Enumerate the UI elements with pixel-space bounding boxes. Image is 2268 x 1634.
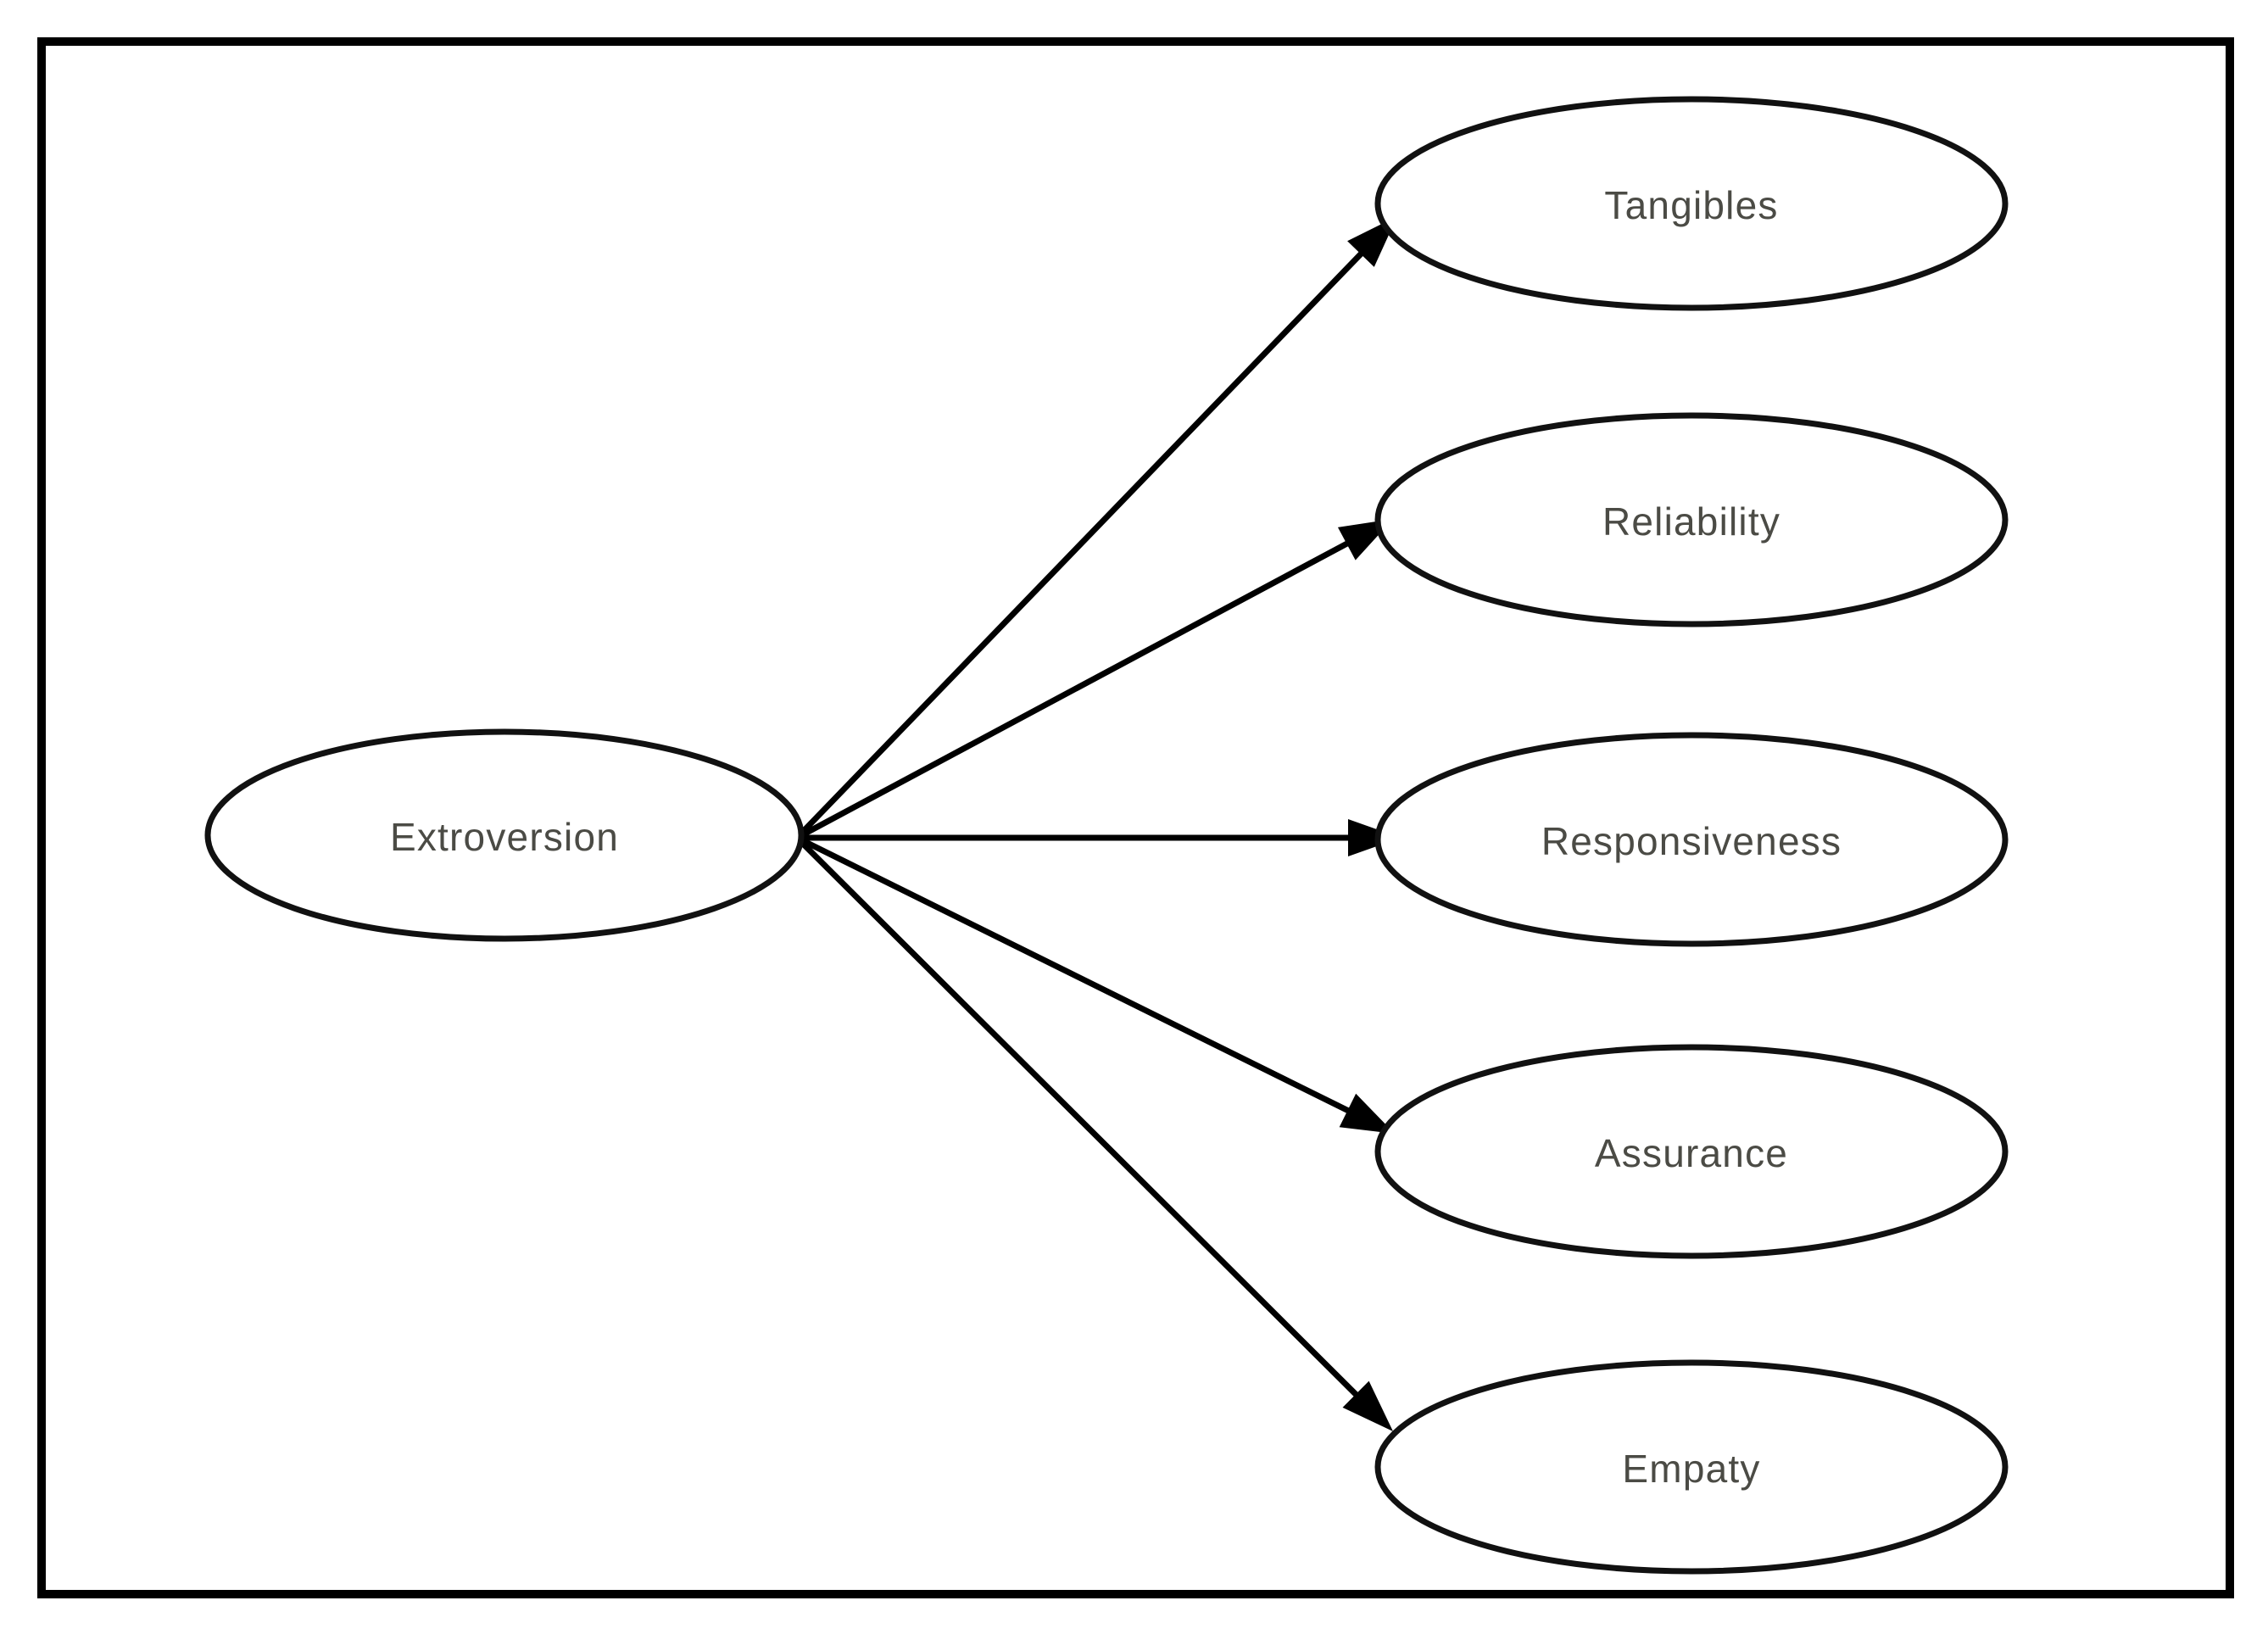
node-assurance[interactable]: Assurance bbox=[1374, 1044, 2009, 1259]
node-responsiveness[interactable]: Responsiveness bbox=[1374, 732, 2009, 947]
edge-extroversion-assurance-arrowhead-icon bbox=[1339, 1093, 1395, 1134]
outer-border bbox=[37, 37, 2234, 1598]
edge-extroversion-tangibles[interactable] bbox=[794, 216, 1397, 840]
node-extroversion-ellipse bbox=[204, 728, 805, 942]
node-empaty-label: Empaty bbox=[1622, 1447, 1760, 1491]
node-reliability[interactable]: Reliability bbox=[1374, 412, 2009, 627]
node-tangibles-label: Tangibles bbox=[1604, 183, 1778, 227]
edge-extroversion-empaty[interactable] bbox=[794, 835, 1393, 1431]
edge-extroversion-responsiveness-arrowhead-icon bbox=[1348, 819, 1401, 856]
edge-extroversion-reliability[interactable] bbox=[795, 519, 1393, 841]
node-reliability-label: Reliability bbox=[1602, 499, 1780, 544]
node-extroversion[interactable]: Extroversion bbox=[204, 728, 805, 942]
node-reliability-ellipse bbox=[1374, 412, 2009, 627]
node-responsiveness-label: Responsiveness bbox=[1541, 819, 1842, 863]
node-responsiveness-ellipse bbox=[1374, 732, 2009, 947]
node-extroversion-label: Extroversion bbox=[390, 815, 619, 859]
edge-extroversion-empaty-line bbox=[794, 835, 1362, 1400]
node-assurance-ellipse bbox=[1374, 1044, 2009, 1259]
node-assurance-label: Assurance bbox=[1595, 1131, 1788, 1175]
edge-extroversion-assurance-line bbox=[795, 834, 1354, 1116]
edge-extroversion-reliability-line bbox=[795, 538, 1353, 841]
node-tangibles-ellipse bbox=[1374, 96, 2009, 311]
node-tangibles[interactable]: Tangibles bbox=[1374, 96, 2009, 311]
edge-extroversion-responsiveness[interactable] bbox=[797, 819, 1401, 856]
edge-extroversion-tangibles-line bbox=[794, 248, 1367, 840]
node-empaty[interactable]: Empaty bbox=[1374, 1359, 2009, 1575]
node-empaty-ellipse bbox=[1374, 1359, 2009, 1575]
edge-extroversion-assurance[interactable] bbox=[795, 834, 1395, 1134]
edges-layer bbox=[794, 216, 1401, 1431]
edge-extroversion-empaty-arrowhead-icon bbox=[1342, 1380, 1393, 1431]
nodes-layer: Extroversion TangiblesReliabilityResponsi… bbox=[204, 96, 2009, 1575]
